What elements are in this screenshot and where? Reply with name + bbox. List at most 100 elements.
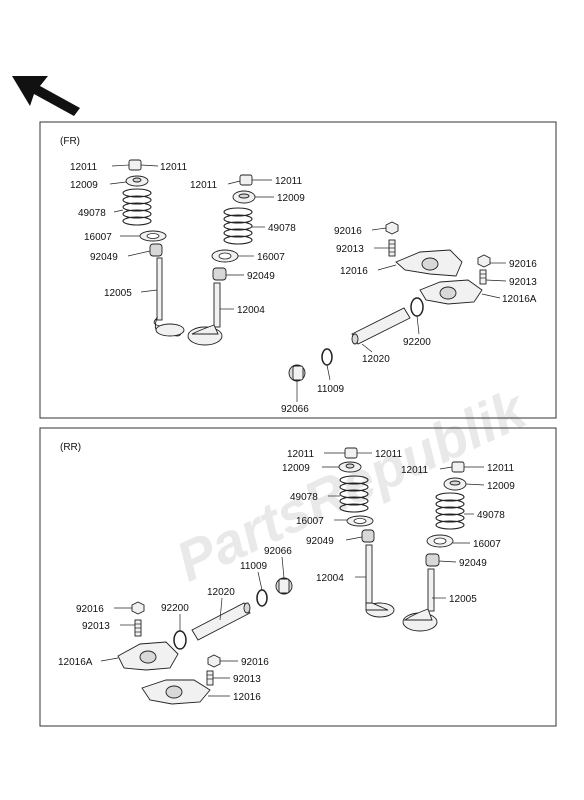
front-spring-2-icon — [223, 207, 253, 245]
rear-spring-seat-2-icon — [426, 534, 454, 548]
front-panel-label: (FR) — [60, 136, 80, 147]
rear-spring-2-icon — [435, 492, 465, 530]
front-stem-seal-icon — [149, 243, 163, 257]
front-shaft-plug-icon — [288, 364, 306, 382]
front-adjust-screw-icon — [388, 239, 396, 257]
part-number: 92066 — [281, 404, 309, 415]
part-number: 16007 — [296, 516, 324, 527]
part-number: 12009 — [277, 193, 305, 204]
rear-cotter-2-icon — [451, 461, 465, 473]
rear-right-valve-stack — [402, 461, 467, 632]
part-number: 12011 — [70, 162, 98, 173]
part-number: 49078 — [268, 223, 296, 234]
rear-rocker-arm-2-icon — [141, 679, 211, 705]
part-number: 12020 — [207, 587, 235, 598]
front-leader-lines — [109, 164, 507, 402]
rear-intake-valve-icon — [365, 544, 395, 618]
rear-adjust-screw-2-icon — [206, 670, 214, 686]
part-number: 92016 — [334, 226, 362, 237]
rear-nut-icon — [131, 601, 145, 615]
rear-leader-lines — [100, 452, 485, 697]
rear-oring-icon — [173, 630, 187, 650]
part-number: 12009 — [70, 180, 98, 191]
front-adjust-screw-2-icon — [479, 269, 487, 285]
front-nut-2-icon — [477, 254, 491, 268]
part-number: 12011 — [190, 180, 218, 191]
rear-adjust-screw-icon — [134, 619, 142, 637]
part-number: 49078 — [290, 492, 318, 503]
rear-shaft-ring-icon — [256, 589, 268, 607]
front-cotter-2-icon — [239, 174, 253, 186]
rear-rocker-shaft-icon — [191, 602, 251, 641]
front-rocker-shaft-icon — [351, 307, 411, 345]
part-number: 12004 — [237, 305, 265, 316]
front-spring-seat-2-icon — [211, 249, 239, 263]
part-number: 12004 — [316, 573, 344, 584]
part-number: 16007 — [473, 539, 501, 550]
part-number: 12020 — [362, 354, 390, 365]
front-spring-seat-icon — [139, 230, 167, 242]
rear-rocker-assembly — [117, 577, 293, 705]
front-rocker-arm-icon — [395, 249, 463, 277]
part-number: 12009 — [282, 463, 310, 474]
part-number: 92016 — [76, 604, 104, 615]
front-stem-seal-2-icon — [212, 267, 227, 281]
part-number: 49078 — [477, 510, 505, 521]
part-number: 12016 — [340, 266, 368, 277]
part-number: 92013 — [82, 621, 110, 632]
front-nut-icon — [385, 221, 399, 235]
part-number: 11009 — [317, 384, 345, 395]
part-number: 92016 — [241, 657, 269, 668]
front-shaft-ring-icon — [321, 348, 333, 366]
part-number: 12011 — [401, 465, 429, 476]
front-cotter-icon — [128, 159, 142, 171]
part-number: 92013 — [233, 674, 261, 685]
part-number: 92200 — [403, 337, 431, 348]
front-right-valve-stack — [187, 174, 256, 346]
part-number: 12009 — [487, 481, 515, 492]
part-number: 12011 — [487, 463, 515, 474]
part-number: 12016A — [58, 657, 93, 668]
part-number: 16007 — [257, 252, 285, 263]
part-number: 12016A — [502, 294, 537, 305]
front-rocker-assembly — [288, 221, 491, 382]
part-number: 12011 — [375, 449, 403, 460]
part-number: 12005 — [449, 594, 477, 605]
part-number: 92013 — [336, 244, 364, 255]
part-number: 92049 — [90, 252, 118, 263]
rear-part-numbers: 12011 12011 12009 49078 16007 92049 1200… — [58, 449, 515, 703]
rear-stem-seal-2-icon — [425, 553, 440, 567]
part-number: 11009 — [240, 561, 268, 572]
front-rocker-arm-2-icon — [419, 279, 483, 305]
rear-retainer-2-icon — [443, 477, 467, 491]
part-number: 12011 — [275, 176, 303, 187]
part-number: 92200 — [161, 603, 189, 614]
part-number: 12011 — [287, 449, 315, 460]
front-retainer-icon — [125, 175, 149, 187]
rear-retainer-icon — [338, 461, 362, 473]
rear-panel-label: (RR) — [60, 442, 81, 453]
rear-spring-icon — [339, 475, 369, 513]
part-number: 92049 — [459, 558, 487, 569]
rear-exhaust-valve-icon — [402, 568, 438, 632]
front-retainer-2-icon — [232, 190, 256, 204]
rear-left-valve-stack — [338, 447, 395, 618]
part-number: 16007 — [84, 232, 112, 243]
rear-rocker-arm-icon — [117, 641, 179, 671]
part-number: 92049 — [306, 536, 334, 547]
rear-shaft-plug-icon — [275, 577, 293, 595]
front-part-numbers: 12011 12011 12009 49078 16007 92049 1200… — [70, 162, 537, 415]
rear-spring-seat-icon — [346, 515, 374, 527]
rear-cotter-icon — [344, 447, 358, 459]
direction-arrow-icon — [12, 76, 80, 116]
part-number: 92016 — [509, 259, 537, 270]
part-number: 92049 — [247, 271, 275, 282]
rear-nut-2-icon — [207, 654, 221, 668]
part-number: 12005 — [104, 288, 132, 299]
part-number: 49078 — [78, 208, 106, 219]
front-spring-icon — [122, 188, 152, 226]
part-number: 92066 — [264, 546, 292, 557]
rear-panel: (RR) — [39, 427, 557, 727]
part-number: 92013 — [509, 277, 537, 288]
